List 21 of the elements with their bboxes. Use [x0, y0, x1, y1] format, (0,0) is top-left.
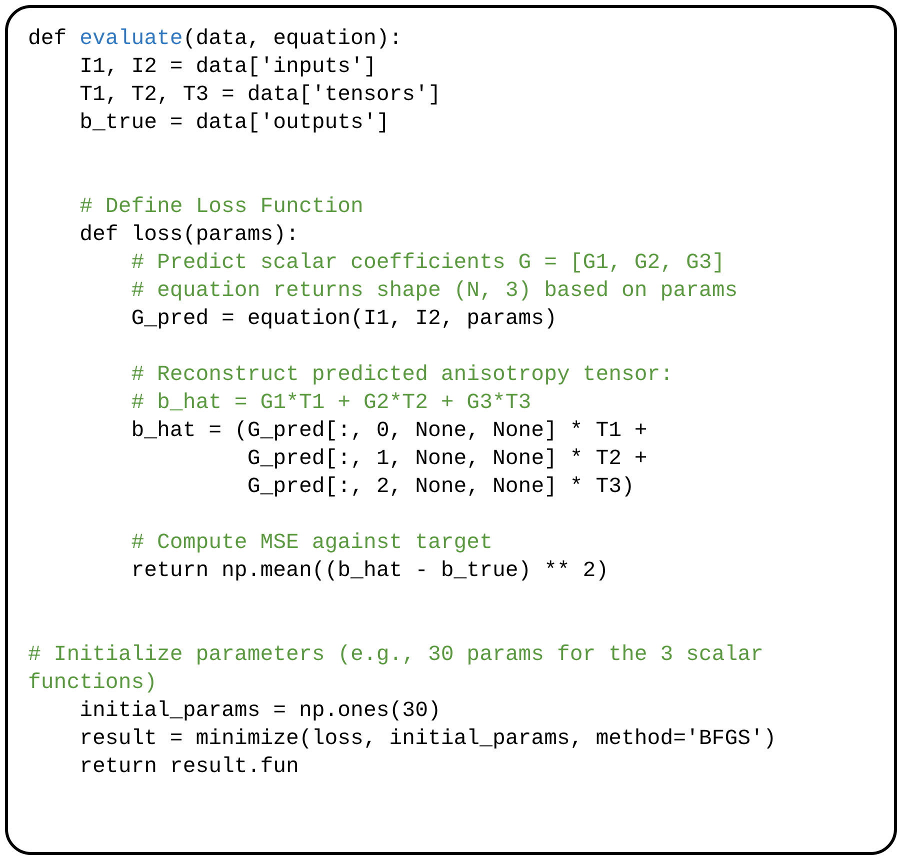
code-comment: # equation returns shape (N, 3) based on params — [130, 278, 739, 305]
code-line: b_true = data['outputs'] — [78, 110, 390, 137]
code-comment: # Predict scalar coefficients G = [G1, G2, G3] — [130, 250, 726, 277]
code-line: return result.fun — [78, 754, 300, 781]
code-comment: # b_hat = G1*T1 + G2*T2 + G3*T3 — [130, 390, 532, 417]
code-line: def evaluate(data, equation): — [28, 26, 404, 53]
code-line: b_hat = (G_pred[:, 0, None, None] * T1 + — [130, 418, 648, 445]
code-comment: # Reconstruct predicted anisotropy tensor: — [130, 362, 674, 389]
code-line: def loss(params): — [78, 222, 300, 249]
code-comment: # Compute MSE against target — [130, 530, 494, 557]
code-line: result = minimize(loss, initial_params, method='BFGS') — [78, 726, 778, 753]
code-line: I1, I2 = data['inputs'] — [78, 54, 378, 81]
code-line: return np.mean((b_hat - b_true) ** 2) — [130, 558, 610, 585]
code-line: G_pred[:, 1, None, None] * T2 + — [246, 446, 648, 473]
code-comment: # Define Loss Function — [78, 194, 364, 221]
code-panel — [5, 5, 897, 855]
code-comment: # Initialize parameters (e.g., 30 params for the 3 scalar functions) — [28, 642, 764, 697]
code-line: initial_params = np.ones(30) — [78, 698, 442, 725]
code-line: G_pred[:, 2, None, None] * T3) — [246, 474, 636, 501]
code-line: G_pred = equation(I1, I2, params) — [130, 306, 558, 333]
code-line: T1, T2, T3 = data['tensors'] — [78, 82, 442, 109]
